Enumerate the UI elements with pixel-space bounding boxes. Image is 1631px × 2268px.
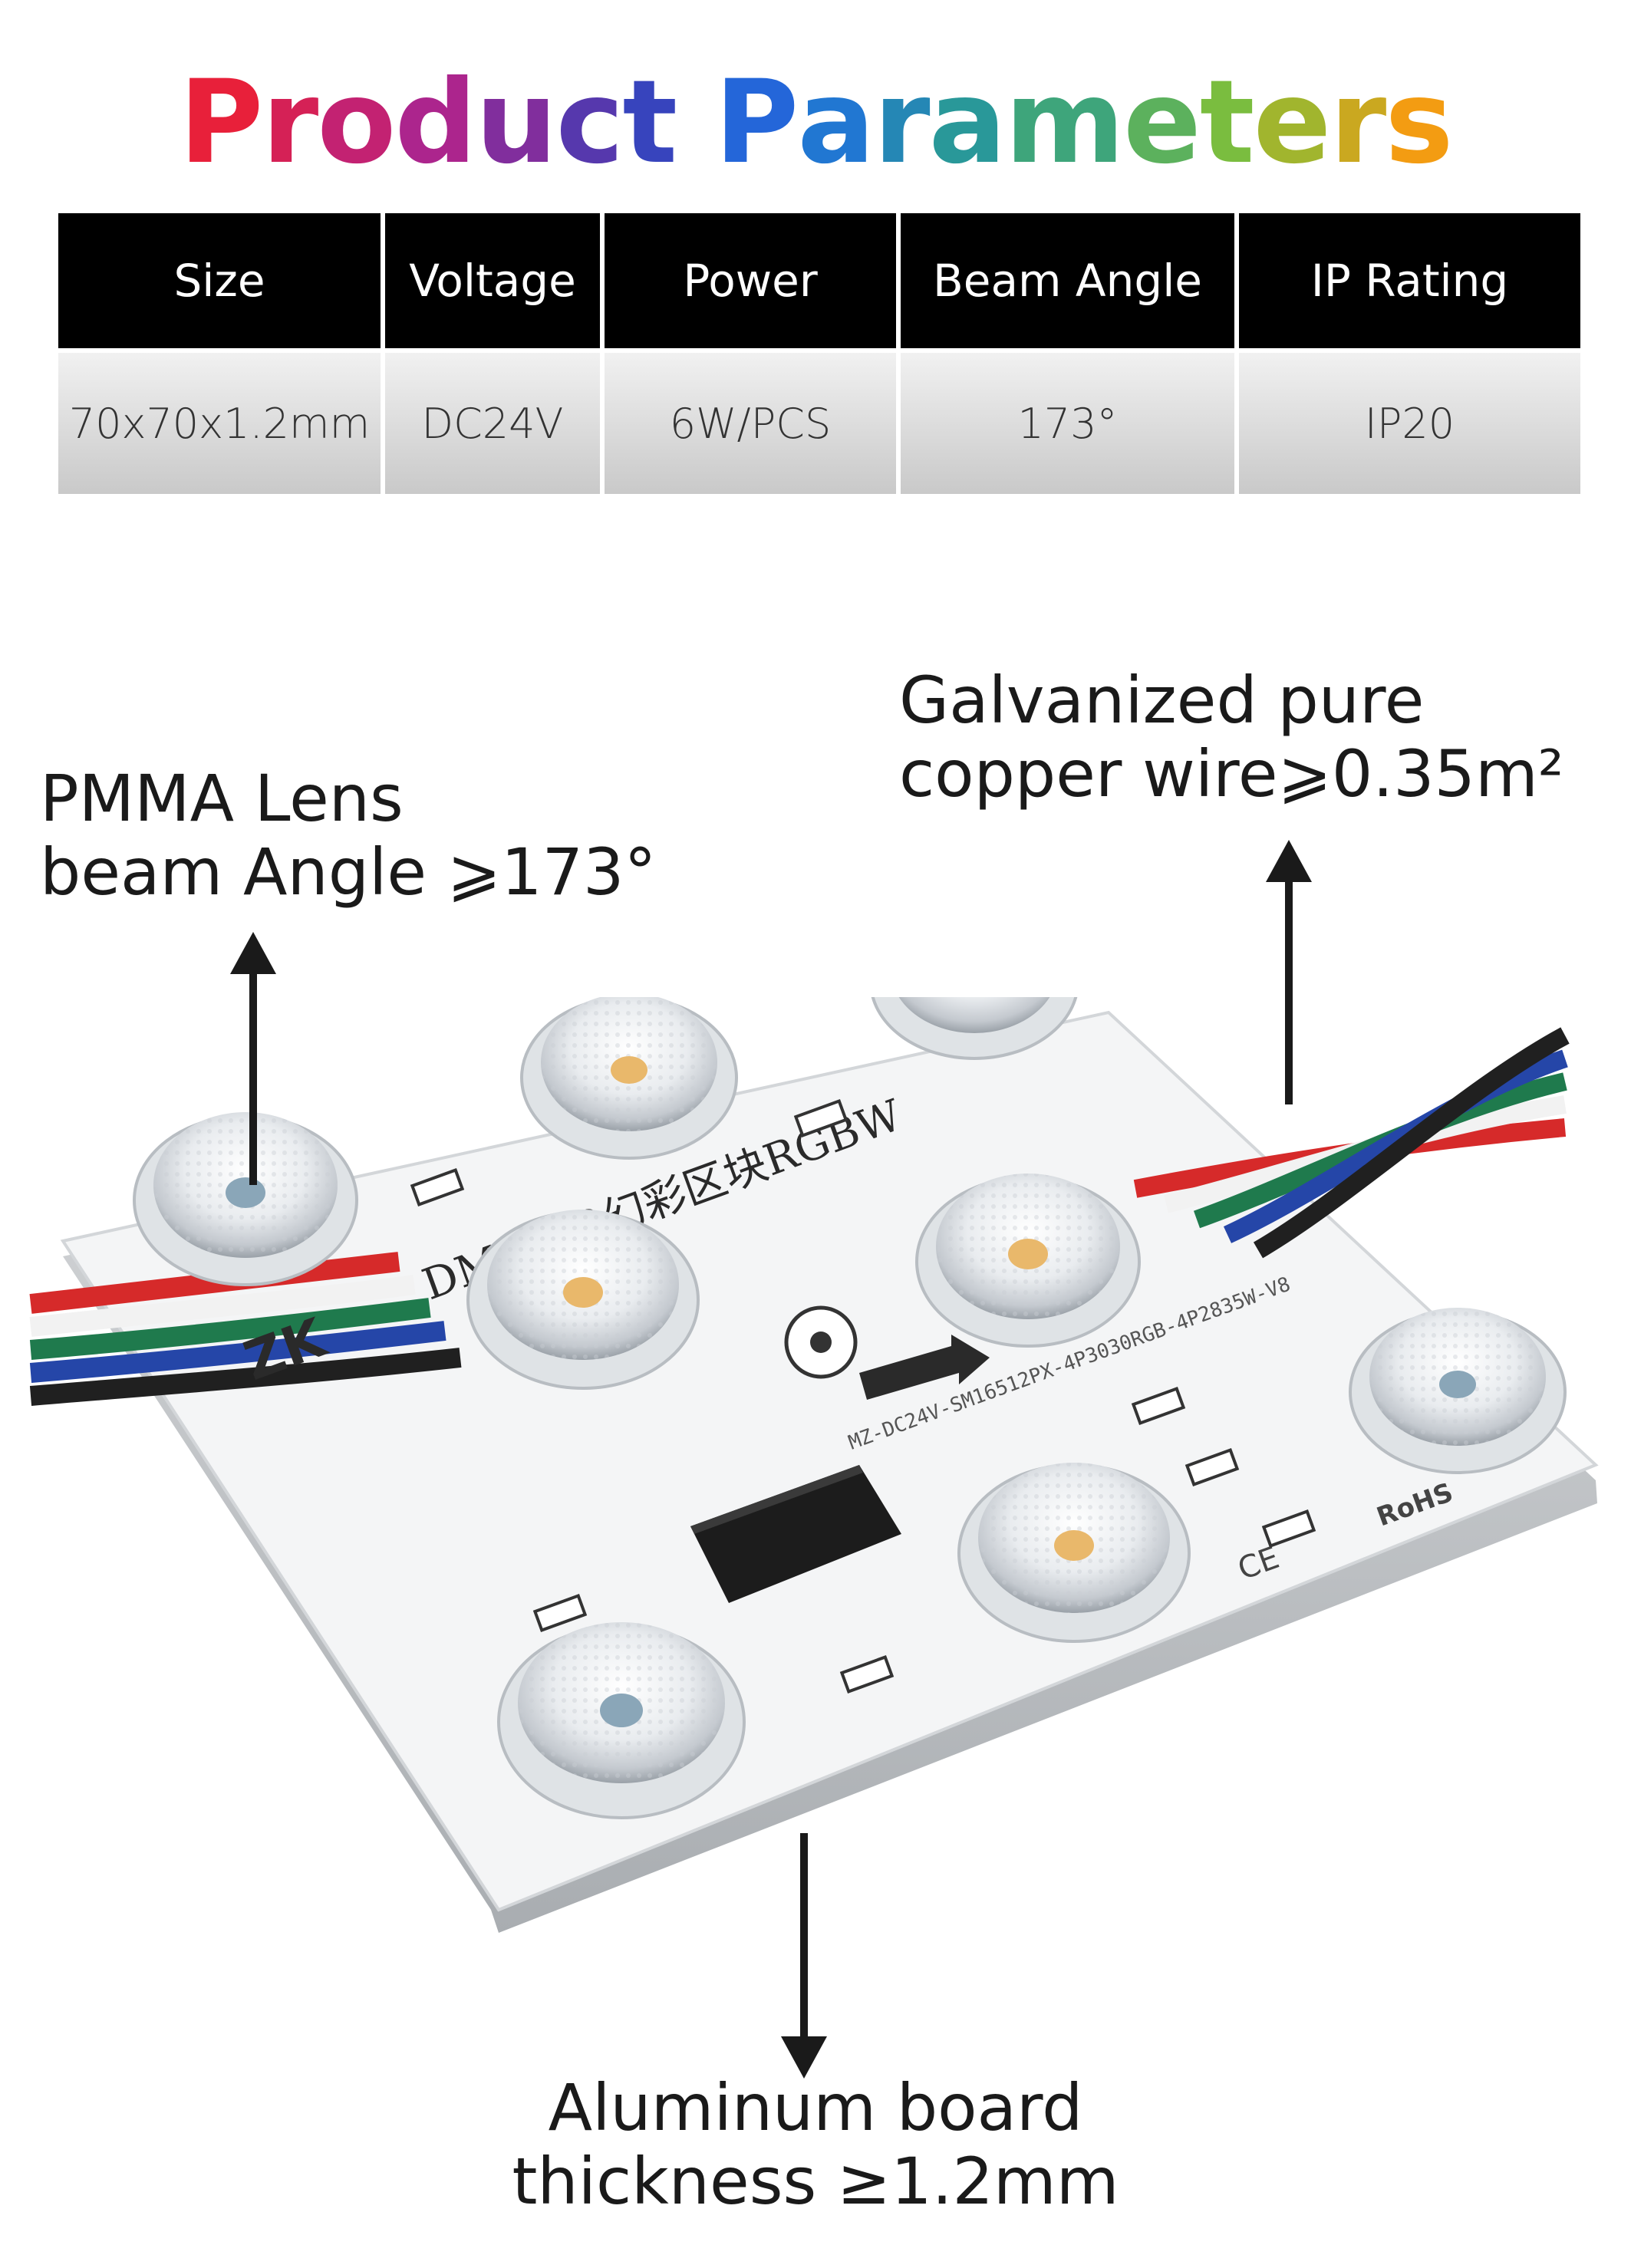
table-cell-power: 6W/PCS [605, 348, 896, 494]
title-character: o [317, 56, 396, 189]
title-character: t [622, 56, 677, 189]
led-lens [1349, 1308, 1567, 1474]
led-lens [497, 1622, 746, 1819]
title-character: e [1123, 56, 1201, 189]
led-lens [466, 1210, 700, 1390]
table-cell-ip-rating: IP20 [1239, 348, 1580, 494]
table-header-ip-rating: IP Rating [1239, 213, 1580, 348]
title-character: a [797, 56, 875, 189]
led-lens [133, 1112, 358, 1286]
led-lenses [133, 997, 1567, 1819]
title-character: r [262, 56, 318, 189]
led-lens [871, 997, 1078, 1060]
title-character: r [1330, 56, 1386, 189]
callout-pmma-lens: PMMA Lens beam Angle ⩾173° [40, 762, 656, 909]
title-character: u [475, 56, 558, 189]
table-header-power: Power [605, 213, 896, 348]
callout-lens-line1: PMMA Lens [40, 761, 404, 836]
right-wires [1133, 1027, 1570, 1259]
page-title: Product Parameters [0, 54, 1631, 192]
board-direction-arrow [859, 1335, 990, 1400]
table-header-voltage: Voltage [385, 213, 600, 348]
table-header-size: Size [58, 213, 381, 348]
title-character: P [714, 56, 799, 189]
table-cell-size: 70x70x1.2mm [58, 348, 381, 494]
title-character: s [1385, 56, 1453, 189]
callout-wire-line1: Galvanized pure [899, 663, 1425, 738]
board-surface [60, 1010, 1599, 1912]
callout-copper-wire: Galvanized pure copper wire⩾0.35m² [899, 663, 1563, 811]
led-lens [957, 1463, 1191, 1643]
led-lens [915, 1174, 1141, 1348]
title-character: t [1199, 56, 1255, 189]
title-character: c [555, 56, 624, 189]
table-header-beam-angle: Beam Angle [901, 213, 1234, 348]
callout-aluminum-board: Aluminum board thickness ≥1.2mm [0, 2071, 1631, 2218]
title-character: m [1004, 56, 1125, 189]
table-cell-beam-angle: 173° [901, 348, 1234, 494]
title-character: r [873, 56, 931, 189]
led-module-photo: DMX512幻彩区块RGBW ZK MZ-DC24V-SM16512PX-4P3… [29, 997, 1599, 1933]
table-cell-voltage: DC24V [385, 348, 600, 494]
callout-wire-line2: copper wire⩾0.35m² [899, 736, 1564, 811]
parameters-table: Size Voltage Power Beam Angle IP Rating … [54, 213, 1585, 494]
title-character: e [1253, 56, 1332, 189]
title-character [676, 54, 714, 192]
table-header-row: Size Voltage Power Beam Angle IP Rating [58, 213, 1580, 348]
callout-board-line1: Aluminum board [548, 2070, 1083, 2145]
title-character: d [394, 56, 476, 189]
resistors [410, 1098, 1316, 1694]
title-character: a [928, 56, 1007, 189]
callout-lens-line2: beam Angle ⩾173° [40, 834, 657, 910]
title-character: P [179, 56, 263, 189]
led-lens [520, 997, 738, 1160]
callout-board-line2: thickness ≥1.2mm [512, 2144, 1119, 2219]
ic-chip [690, 1465, 901, 1603]
table-row: 70x70x1.2mm DC24V 6W/PCS 173° IP20 [58, 348, 1580, 494]
